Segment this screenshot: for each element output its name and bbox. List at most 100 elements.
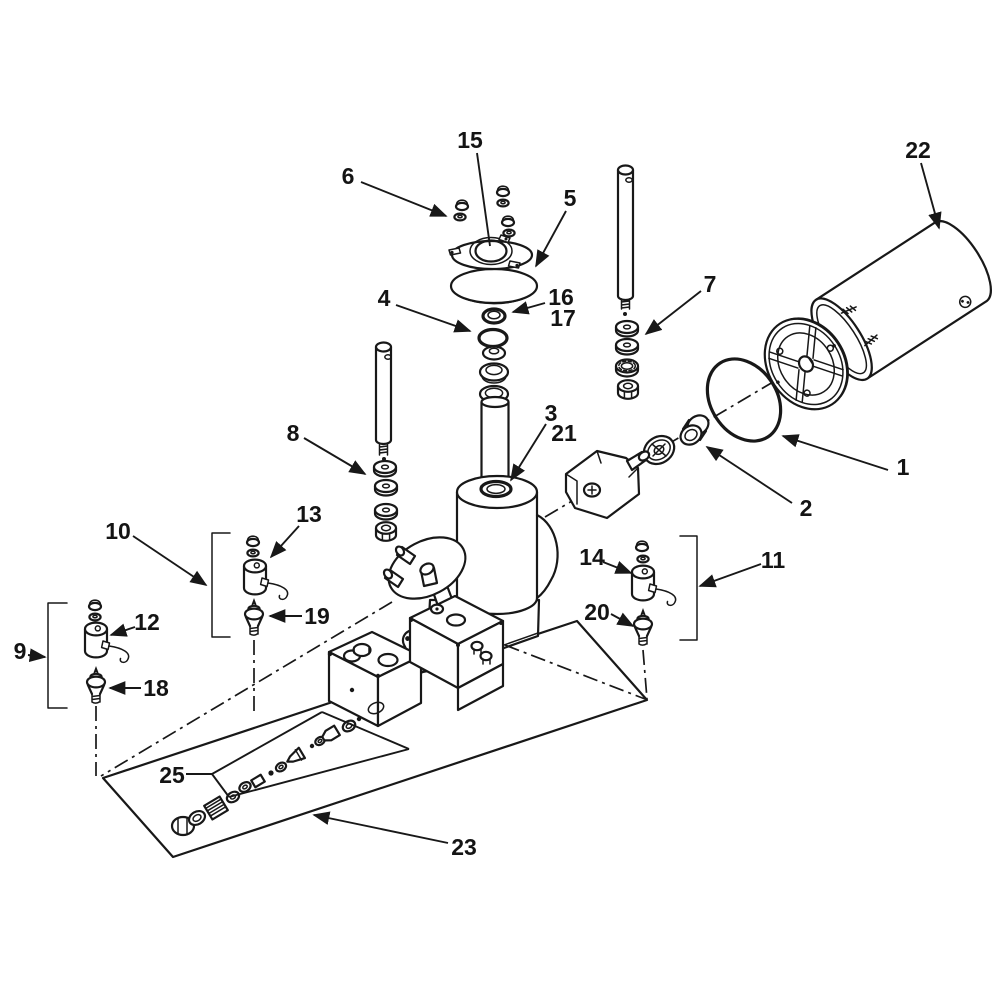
callout-leader-11 <box>698 563 762 588</box>
terminal-bolt <box>958 295 972 309</box>
part-number-22: 22 <box>905 137 931 163</box>
spool <box>321 724 341 742</box>
bracket-9 <box>47 602 68 709</box>
axis-valve-20 <box>642 649 648 700</box>
front-port <box>367 701 385 715</box>
knurled-adjuster <box>203 795 229 821</box>
callout-leader-16 <box>511 301 546 315</box>
solenoid-group-right <box>630 535 698 700</box>
seal-17 <box>477 327 509 349</box>
callout-12: 12 <box>109 609 160 637</box>
part-number-5: 5 <box>564 185 577 211</box>
side-plug <box>470 640 484 655</box>
solenoid-coil-13 <box>242 558 289 601</box>
callout-23: 23 <box>312 811 477 860</box>
callout-leader-12 <box>109 623 136 637</box>
callout-4: 4 <box>378 285 472 333</box>
part-number-20: 20 <box>584 599 610 625</box>
callout-leader-2 <box>705 446 793 504</box>
screw-head <box>429 603 445 615</box>
part-number-21: 21 <box>551 420 577 446</box>
callout-leader-5 <box>535 210 567 268</box>
mounting-flange <box>382 536 467 600</box>
coil-screw <box>87 598 103 612</box>
part-number-25: 25 <box>159 762 185 788</box>
callout-11: 11 <box>698 547 786 588</box>
coil-screw <box>245 534 261 548</box>
pulley-clip <box>448 247 462 256</box>
part-number-4: 4 <box>378 285 391 311</box>
ball <box>268 770 274 776</box>
callout-leader-25 <box>211 773 230 798</box>
motor-pulley-wheel <box>763 317 849 411</box>
callout-22: 22 <box>905 137 942 230</box>
callout-leader-15 <box>476 152 491 247</box>
callout-leader-23 <box>312 811 449 844</box>
part-number-10: 10 <box>105 518 131 544</box>
manifold-block <box>408 594 505 712</box>
part-number-11: 11 <box>761 547 786 573</box>
pulley-hub-15 <box>474 239 508 263</box>
valve-block-left <box>327 630 423 728</box>
callout-19: 19 <box>268 603 330 629</box>
support-rod-right <box>614 164 640 400</box>
callout-21: 21 <box>551 420 577 446</box>
callout-leader-14 <box>602 561 633 574</box>
callout-leader-6 <box>360 181 448 217</box>
pulley-clip <box>507 260 521 269</box>
small-pulley <box>642 434 676 466</box>
solenoid-coil-12 <box>83 621 130 664</box>
coil-washer <box>88 612 102 622</box>
callout-leader-7 <box>644 290 702 336</box>
callout-leader-10 <box>132 535 208 586</box>
callout-leader-4 <box>395 304 472 333</box>
side-plug <box>479 650 493 665</box>
retaining-ring-16 <box>481 307 507 325</box>
coupler-shaft <box>625 450 651 472</box>
callout-leader-22 <box>920 162 942 230</box>
part-number-2: 2 <box>800 495 813 521</box>
solenoid-group-left <box>47 598 130 709</box>
part-number-13: 13 <box>296 501 322 527</box>
callout-17: 17 <box>550 305 576 331</box>
callout-8: 8 <box>287 420 367 475</box>
ball <box>309 743 315 749</box>
support-rod-left <box>372 341 399 542</box>
cup-washer <box>478 362 510 384</box>
callout-leader-20 <box>610 612 635 627</box>
callout-3: 3 <box>510 400 557 482</box>
filler-neck <box>479 479 513 499</box>
coil-screw <box>634 539 650 553</box>
poppet <box>286 746 307 763</box>
callout-leader-1 <box>781 434 889 471</box>
reservoir-tube <box>480 395 510 482</box>
reservoir-tank <box>455 474 559 616</box>
coil-washer <box>246 548 260 558</box>
part-number-23: 23 <box>451 834 477 860</box>
part-number-14: 14 <box>579 544 605 570</box>
part-number-8: 8 <box>287 420 300 446</box>
part-number-15: 15 <box>457 127 483 153</box>
callout-leader-25 <box>321 711 410 750</box>
callout-6: 6 <box>342 163 448 217</box>
flange-hex-bolt <box>419 562 439 588</box>
callout-2: 2 <box>705 446 813 521</box>
part-number-16: 16 <box>548 284 574 310</box>
callout-18: 18 <box>108 675 169 701</box>
callout-7: 7 <box>644 271 716 336</box>
callout-leader-8 <box>303 437 367 475</box>
spacer <box>250 773 266 789</box>
callout-15: 15 <box>457 127 491 247</box>
solenoid-coil-14 <box>630 564 677 607</box>
part-number-19: 19 <box>304 603 330 629</box>
callout-leader-3 <box>510 423 547 482</box>
callout-25: 25 <box>159 711 410 798</box>
part-number-17: 17 <box>550 305 576 331</box>
washer <box>274 761 288 773</box>
bracket-11 <box>679 535 698 641</box>
callout-leader-9 <box>27 648 47 662</box>
cartridge-parts-string <box>170 716 362 837</box>
